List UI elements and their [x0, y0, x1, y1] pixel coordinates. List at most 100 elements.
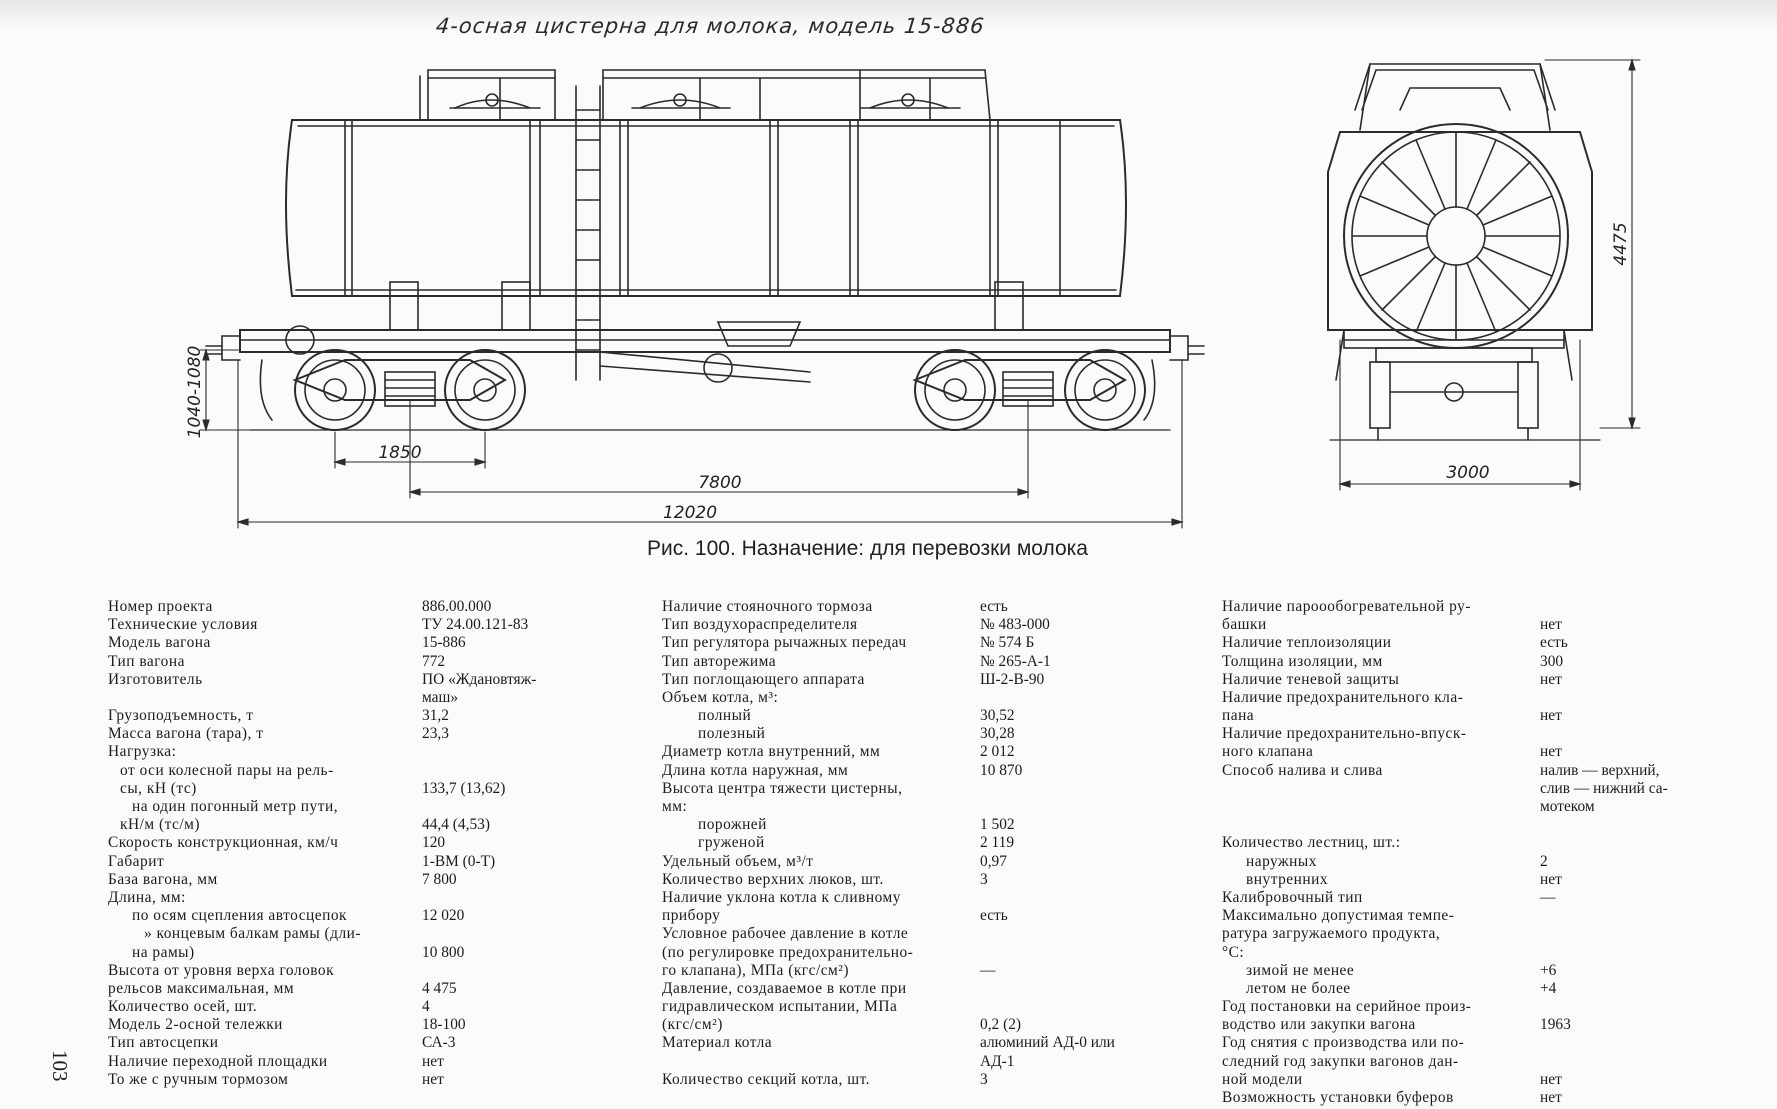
spec-label: Удельный объем, м³/т — [662, 852, 814, 870]
spec-label: следний год закупки вагонов дан- — [1222, 1052, 1459, 1070]
spec-label: сы, кН (тс) — [120, 779, 197, 797]
spec-label: гидравлическом испытании, МПа — [662, 998, 898, 1016]
spec-value: 23,3 — [422, 725, 449, 743]
spec-label: Длина, мм: — [108, 888, 186, 906]
spec-row: следний год закупки вагонов дан- — [1222, 1053, 1734, 1071]
spec-row: мм: — [662, 798, 1172, 816]
spec-row: мотеком — [1222, 798, 1734, 816]
spec-row: гидравлическом испытании, МПа — [662, 998, 1172, 1016]
spec-label: Тип автосцепки — [108, 1034, 219, 1052]
dim-label-coupler-height: 1040-1080 — [185, 346, 205, 439]
spec-label: Наличие пароообогревательной ру- — [1222, 597, 1471, 615]
spec-row: кН/м (тс/м)44,4 (4,53) — [108, 816, 528, 834]
underframe — [205, 325, 1205, 421]
spec-label: башки — [1222, 616, 1267, 634]
spec-value: маш» — [422, 688, 459, 706]
dim-label-overall-height: 4475 — [1611, 222, 1631, 265]
spec-label: кН/м (тс/м) — [120, 816, 200, 834]
spec-value: алюминий АД-0 или — [980, 1034, 1115, 1052]
spec-row: (кгс/см²)0,2 (2) — [662, 1016, 1172, 1034]
spec-row: слив — нижний са- — [1222, 780, 1734, 798]
spec-label: Объем котла, м³: — [662, 688, 779, 706]
hatch-2 — [631, 93, 731, 109]
spec-label: Высота от уровня верха головок — [108, 961, 335, 979]
ladder — [575, 85, 601, 381]
spec-label: Наличие теплоизоляции — [1222, 634, 1392, 652]
spec-label: Количество осей, шт. — [108, 998, 258, 1016]
dimension-overall-height — [1544, 58, 1641, 430]
end-body-outline — [1327, 131, 1593, 331]
spec-value: нет — [422, 1052, 444, 1070]
spec-row: Высота центра тяжести цистерны, — [662, 780, 1172, 798]
spec-label: Наличие уклона котла к сливному — [662, 888, 901, 906]
spec-value: 10 800 — [422, 943, 465, 961]
spec-value: 3 — [980, 870, 988, 888]
spec-value: 2 119 — [980, 834, 1015, 852]
spec-row: То же с ручным тормозом нет — [108, 1071, 528, 1089]
spec-label: наружных — [1246, 852, 1317, 870]
spec-value: 4 475 — [422, 979, 457, 997]
spec-label: Условное рабочее давление в котле — [662, 925, 909, 943]
scan-shadow — [0, 0, 1777, 28]
dim-label-overall-length: 12020 — [663, 503, 717, 523]
dim-label-width: 3000 — [1446, 463, 1489, 483]
spec-value: нет — [1540, 616, 1562, 634]
spec-value: 15-886 — [422, 634, 466, 652]
end-railing — [1354, 63, 1556, 131]
spec-label: Возможность установки буферов — [1222, 1089, 1454, 1107]
spec-label: зимой не менее — [1246, 961, 1355, 979]
spec-label: Нагрузка: — [108, 743, 177, 761]
spec-row — [1222, 816, 1734, 834]
spec-row: Количество секций котла, шт. 3 — [662, 1071, 1172, 1089]
spec-label: То же с ручным тормозом — [108, 1070, 289, 1088]
spec-label: прибору — [662, 907, 721, 925]
spec-row: Наличие стояночного тормоза есть — [662, 598, 1172, 616]
spec-row: Длина, мм: — [108, 889, 528, 907]
spec-row: ратура загружаемого продукта, — [1222, 925, 1734, 943]
spec-value: № 265-А-1 — [980, 652, 1051, 670]
spec-value: есть — [980, 907, 1008, 925]
spec-value: 3 — [980, 1070, 988, 1088]
tank-end-disc — [1343, 123, 1569, 349]
spec-label: Количество секций котла, шт. — [662, 1070, 871, 1088]
spec-value: нет — [1540, 743, 1562, 761]
spec-value: нет — [1540, 707, 1562, 725]
spec-row: го клапана), МПа (кгс/см²)— — [662, 962, 1172, 980]
spec-value: нет — [422, 1070, 444, 1088]
spec-label: на рамы) — [132, 943, 195, 961]
spec-label: Тип авторежима — [662, 652, 777, 670]
dimension-car-base — [408, 399, 1030, 499]
spec-value: Ш-2-В-90 — [980, 670, 1045, 688]
dimension-width — [1338, 339, 1582, 491]
spec-value: 300 — [1540, 652, 1564, 670]
spec-value: есть — [980, 597, 1008, 615]
spec-value: 1 502 — [980, 816, 1015, 834]
top-railing — [419, 69, 991, 121]
spec-row: башки нет — [1222, 616, 1734, 634]
spec-label: Наличие стояночного тормоза — [662, 597, 873, 615]
spec-label: Модель вагона — [108, 634, 211, 652]
spec-label: Тип вагона — [108, 652, 185, 670]
spec-label: ной модели — [1222, 1070, 1303, 1088]
spec-value: — — [1540, 888, 1556, 906]
spec-value: — — [980, 961, 996, 979]
spec-label: Модель 2-осной тележки — [108, 1016, 283, 1034]
spec-label: по осям сцепления автосцепок — [132, 907, 348, 925]
end-frame — [1335, 329, 1573, 441]
spec-value: № 574 Б — [980, 634, 1035, 652]
hatch-3 — [859, 93, 961, 109]
spec-label: полный — [698, 707, 752, 725]
